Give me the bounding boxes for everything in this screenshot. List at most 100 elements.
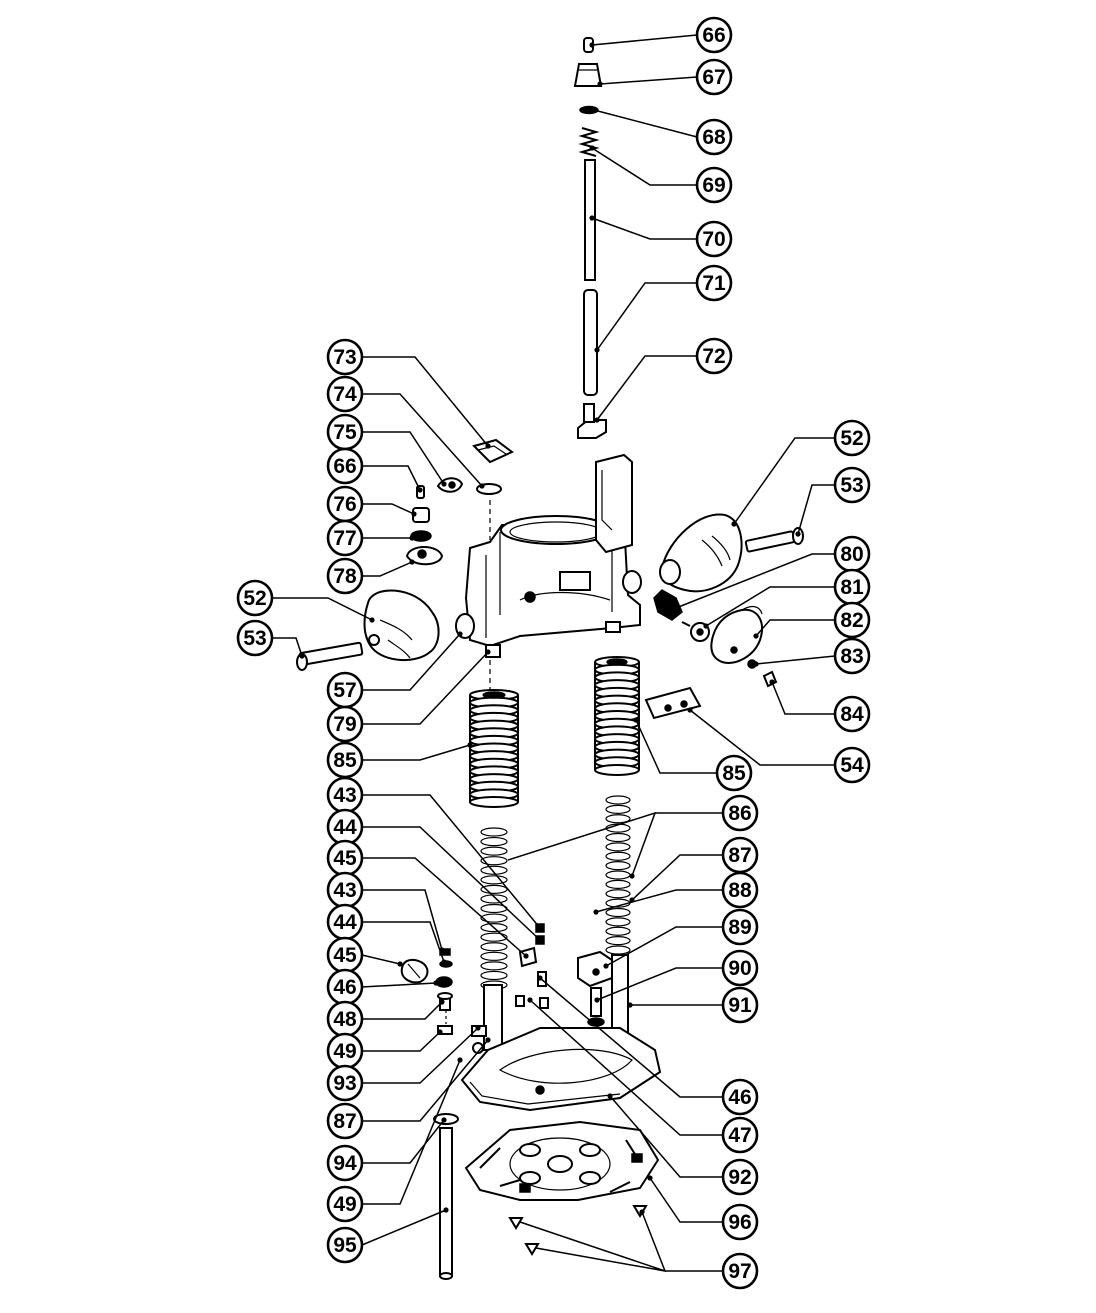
- callout-c49b: 49: [326, 1185, 364, 1223]
- callout-number: 46: [333, 976, 356, 999]
- callout-number: 53: [840, 474, 863, 497]
- leader-dot-c49a: [437, 1029, 443, 1035]
- callout-circle: [326, 519, 364, 557]
- callout-circle: [721, 1158, 759, 1196]
- callout-circle: [833, 695, 871, 733]
- lever-78: [405, 546, 444, 566]
- callout-c85a: 85: [326, 741, 364, 779]
- leader-dot-c66b: [417, 487, 423, 493]
- callout-c54: 54: [833, 746, 871, 784]
- pin-49-left: [437, 1025, 453, 1035]
- callout-circle: [695, 118, 733, 156]
- callout-number: 52: [243, 587, 266, 610]
- callout-c52b: 52: [833, 419, 871, 457]
- sub-base-96: [464, 1120, 660, 1201]
- callout-circle: [833, 637, 871, 675]
- callout-c72: 72: [695, 337, 733, 375]
- leader-dot-c68: [591, 107, 597, 113]
- leader-c48: [362, 1001, 443, 1020]
- callout-c95: 95: [326, 1226, 364, 1264]
- callout-c91: 91: [721, 986, 759, 1024]
- leader-c85b: [635, 719, 717, 774]
- leader-c45a: [362, 857, 527, 957]
- leader-c76: [362, 503, 415, 515]
- callout-c47: 47: [721, 1116, 759, 1154]
- callout-number: 79: [333, 713, 356, 736]
- leader-dot-c76: [411, 511, 417, 517]
- callout-number: 75: [333, 421, 357, 444]
- callout-circle: [833, 466, 871, 504]
- callout-c93: 93: [326, 1064, 364, 1102]
- leader-dot-c72: [594, 417, 600, 423]
- leader-c71: [596, 282, 697, 351]
- spring-69: [578, 127, 600, 157]
- leader-c53b: [797, 484, 835, 535]
- callout-c69: 69: [695, 166, 733, 204]
- callout-number: 91: [728, 994, 752, 1017]
- callout-c90: 90: [721, 949, 759, 987]
- leader-dot-c88: [593, 909, 599, 915]
- callout-number: 88: [728, 879, 752, 902]
- callout-number: 95: [333, 1234, 357, 1257]
- callout-c80: 80: [833, 535, 871, 573]
- callout-c70: 70: [695, 220, 733, 258]
- leader-c74: [362, 393, 483, 487]
- callout-number: 47: [728, 1124, 751, 1147]
- callout-circle: [236, 579, 274, 617]
- leader-dot-c66a: [589, 42, 595, 48]
- screw-84: [762, 670, 778, 688]
- callout-number: 83: [840, 645, 863, 668]
- callout-c66a: 66: [695, 16, 733, 54]
- callout-number: 43: [333, 879, 356, 902]
- callout-c92: 92: [721, 1158, 759, 1196]
- leader-c86: [507, 811, 723, 877]
- callout-c53b: 53: [833, 466, 871, 504]
- callout-number: 94: [333, 1152, 357, 1175]
- leader-c67: [599, 76, 698, 85]
- callout-c84: 84: [833, 695, 871, 733]
- knob-82: [710, 605, 763, 664]
- callout-circle: [326, 557, 364, 595]
- callout-circle: [715, 754, 753, 792]
- knob-67: [573, 63, 603, 87]
- callout-c45b: 45: [326, 936, 364, 974]
- callout-number: 43: [333, 784, 356, 807]
- callout-number: 80: [840, 543, 863, 566]
- leader-dot-c44b: [441, 959, 447, 965]
- callout-number: 90: [728, 957, 751, 980]
- callout-c66b: 66: [326, 447, 364, 485]
- leader-c44a: [362, 826, 541, 941]
- callout-c83: 83: [833, 637, 871, 675]
- callout-labels: 6667686970717273747566767778525352538081…: [236, 16, 871, 1290]
- callout-c75: 75: [326, 413, 364, 451]
- leader-dot-c74: [479, 483, 485, 489]
- callout-circle: [326, 1185, 364, 1223]
- leader-c49a: [362, 1031, 441, 1052]
- callout-c68: 68: [695, 118, 733, 156]
- callout-number: 85: [333, 749, 357, 772]
- callout-circle: [833, 601, 871, 639]
- callout-number: 67: [702, 66, 725, 89]
- callout-circle: [695, 337, 733, 375]
- leader-lines: [272, 34, 836, 1272]
- leader-c88: [595, 889, 723, 913]
- handle-52-right: [659, 513, 743, 593]
- leader-dot-c80: [673, 605, 679, 611]
- leader-dot-c71: [594, 347, 600, 353]
- leader-c69: [591, 147, 697, 186]
- leader-c75: [362, 431, 445, 485]
- callout-number: 87: [333, 1110, 356, 1133]
- leader-dot-c95: [443, 1207, 449, 1213]
- callout-number: 85: [722, 762, 746, 785]
- callout-circle: [721, 908, 759, 946]
- leader-dot-c96: [647, 1175, 653, 1181]
- clamp-89: [577, 950, 613, 988]
- callout-number: 74: [333, 383, 357, 406]
- handle-52-left: [363, 589, 440, 662]
- callout-circle: [695, 166, 733, 204]
- leader-c52a: [272, 597, 373, 621]
- leader-dot-c82: [753, 633, 759, 639]
- callout-number: 81: [840, 576, 864, 599]
- callout-c94: 94: [326, 1144, 364, 1182]
